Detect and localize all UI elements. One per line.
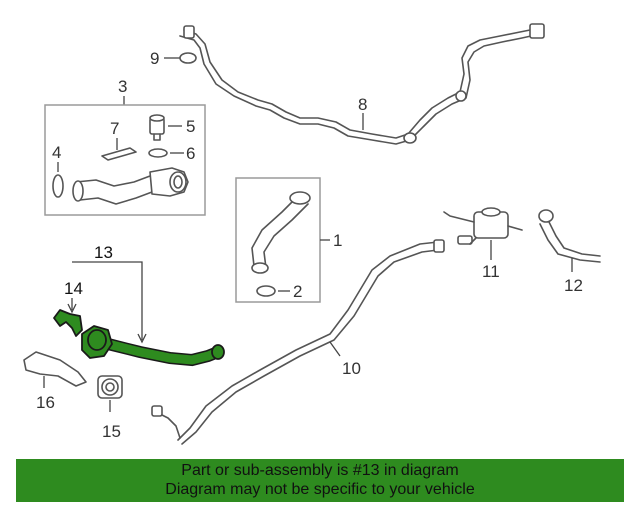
part-7-clip — [101, 147, 137, 161]
callout-12: 12 — [564, 276, 583, 295]
part-1-hose — [251, 191, 311, 274]
part-13-filler-neck — [81, 325, 225, 367]
callout-10: 10 — [342, 359, 361, 378]
callout-5: 5 — [186, 117, 195, 136]
callout-14: 14 — [64, 279, 83, 298]
banner-line-1: Part or sub-assembly is #13 in diagram — [181, 462, 459, 479]
part-14-bracket — [53, 309, 83, 337]
part-4-seal — [52, 174, 64, 198]
notice-banner: Part or sub-assembly is #13 in diagram D… — [16, 459, 624, 502]
leader-13 — [72, 261, 143, 340]
part-16-bracket — [23, 351, 87, 387]
callout-13: 13 — [94, 243, 113, 262]
callout-1: 1 — [333, 231, 342, 250]
callout-8: 8 — [358, 95, 367, 114]
leader-10 — [329, 341, 341, 357]
part-9-o-ring — [179, 52, 197, 64]
part-5-sensor — [149, 114, 165, 141]
callout-4: 4 — [52, 143, 61, 162]
part-2-o-ring — [256, 285, 276, 297]
group-box-3 — [44, 104, 206, 216]
callout-9: 9 — [150, 49, 159, 68]
callout-11: 11 — [482, 262, 500, 281]
callout-6: 6 — [186, 144, 195, 163]
callout-7: 7 — [110, 119, 119, 138]
leader-13-arrow — [137, 333, 147, 344]
part-15-grommet — [97, 375, 123, 399]
part-11-valve — [443, 207, 523, 245]
part-10-lower-tube — [151, 239, 445, 445]
part-6-o-ring — [148, 148, 168, 158]
part-8-upper-tube — [179, 23, 545, 145]
part-12-hose — [538, 209, 601, 263]
callout-15: 15 — [102, 422, 121, 441]
callout-16: 16 — [36, 393, 55, 412]
callout-2: 2 — [293, 282, 302, 301]
box3-hose — [72, 167, 189, 205]
banner-line-2: Diagram may not be specific to your vehi… — [165, 481, 475, 498]
leader-14-arrow — [67, 303, 77, 314]
callout-3: 3 — [118, 77, 127, 96]
